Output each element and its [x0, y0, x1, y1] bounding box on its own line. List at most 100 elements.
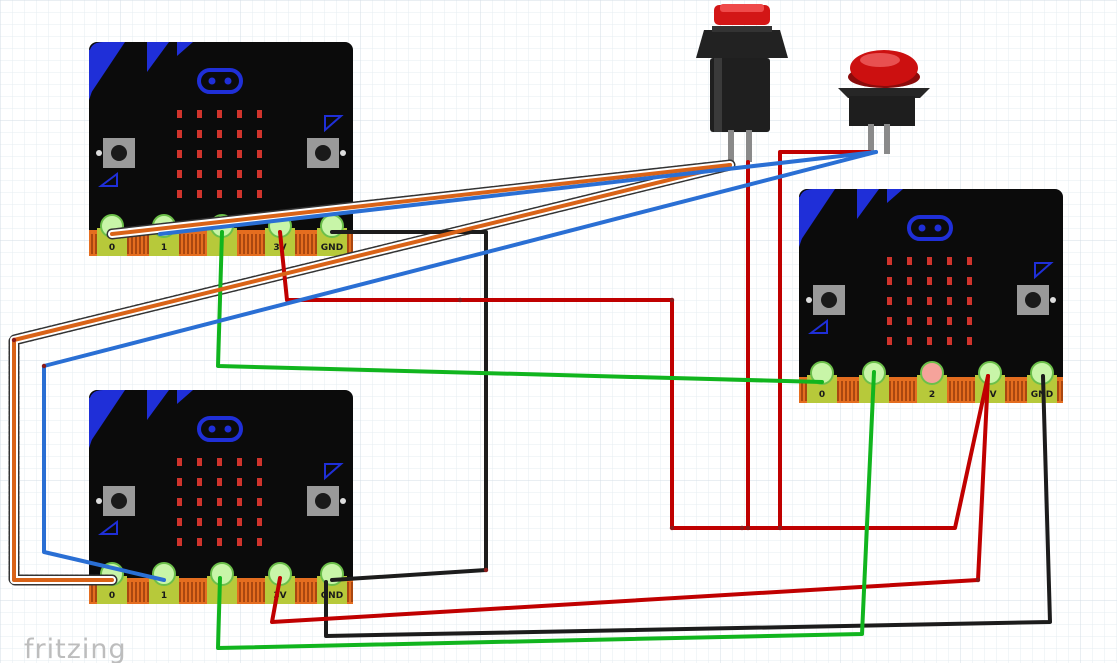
- edge-finger: [135, 582, 137, 602]
- led: [907, 277, 912, 285]
- wire-bendpoint[interactable]: [457, 297, 463, 303]
- wire-orange[interactable]: [12, 163, 732, 582]
- edge-finger: [239, 234, 241, 254]
- led: [237, 458, 242, 466]
- wire-red[interactable]: [278, 230, 990, 530]
- wire-bendpoint[interactable]: [483, 567, 489, 573]
- edge-finger: [1025, 381, 1027, 401]
- edge-finger: [889, 381, 891, 401]
- wire-red[interactable]: [778, 150, 872, 530]
- led: [177, 150, 182, 158]
- wire-bendpoint[interactable]: [739, 525, 745, 531]
- pin-hole[interactable]: [210, 562, 234, 586]
- wire-bendpoint[interactable]: [41, 363, 47, 369]
- wire-orange[interactable]: [110, 163, 732, 236]
- edge-finger: [303, 582, 305, 602]
- pushbutton-square[interactable]: [696, 4, 788, 162]
- edge-finger: [127, 234, 129, 254]
- led: [947, 277, 952, 285]
- corner-marker: [147, 42, 169, 72]
- led: [177, 518, 182, 526]
- edge-finger: [91, 234, 93, 254]
- wire-green[interactable]: [216, 370, 876, 650]
- led: [237, 518, 242, 526]
- wire-bendpoint[interactable]: [745, 525, 751, 531]
- board-body: [89, 390, 353, 604]
- pin-label: 0: [109, 591, 115, 601]
- wire-bendpoint[interactable]: [975, 577, 981, 583]
- button-b-mark: [340, 150, 346, 156]
- edge-finger: [949, 381, 951, 401]
- button-b-label-icon: [1034, 262, 1054, 280]
- led: [217, 110, 222, 118]
- edge-finger: [905, 381, 907, 401]
- led: [217, 478, 222, 486]
- edge-finger: [1009, 381, 1011, 401]
- edge-finger: [239, 582, 241, 602]
- edge-finger: [347, 582, 349, 602]
- button-cap-highlight: [720, 4, 764, 12]
- edge-finger: [195, 234, 197, 254]
- wire-bendpoint[interactable]: [669, 525, 675, 531]
- led: [257, 478, 262, 486]
- button-a-label-icon: [98, 172, 118, 187]
- pushbutton-round[interactable]: [838, 50, 930, 154]
- edge-finger: [131, 582, 133, 602]
- led: [967, 257, 972, 265]
- edge-finger: [203, 582, 205, 602]
- edge-finger: [311, 234, 313, 254]
- button-body-shine: [714, 58, 722, 132]
- pin-label: 1: [161, 591, 167, 601]
- wire-bendpoint[interactable]: [669, 297, 675, 303]
- led: [197, 170, 202, 178]
- wire-blue[interactable]: [42, 150, 878, 582]
- edge-finger: [95, 582, 97, 602]
- led: [947, 257, 952, 265]
- edge-finger: [183, 582, 185, 602]
- brand-text: fritzing: [24, 634, 127, 663]
- wire-green[interactable]: [216, 230, 824, 384]
- button-b-cap: [315, 145, 331, 161]
- wire-red[interactable]: [270, 374, 990, 624]
- edge-finger: [255, 234, 257, 254]
- edge-finger: [315, 234, 317, 254]
- edge-finger: [893, 381, 895, 401]
- button-b-mark: [1050, 297, 1056, 303]
- button-b-label-icon: [324, 463, 344, 481]
- corner-marker: [857, 189, 879, 219]
- wire-bendpoint[interactable]: [11, 337, 17, 343]
- led: [887, 317, 892, 325]
- wire-black[interactable]: [330, 230, 488, 582]
- led: [217, 498, 222, 506]
- wire-bendpoint[interactable]: [777, 525, 783, 531]
- edge-finger: [1057, 381, 1059, 401]
- led: [257, 130, 262, 138]
- button-a-mark: [96, 150, 102, 156]
- edge-finger: [243, 234, 245, 254]
- edge-finger: [897, 381, 899, 401]
- pin-label: 3V: [273, 591, 286, 601]
- pin-hole[interactable]: [978, 361, 1002, 385]
- led: [177, 130, 182, 138]
- led: [237, 498, 242, 506]
- pin-hole[interactable]: [920, 361, 944, 385]
- edge-finger: [183, 234, 185, 254]
- pin-label: 3V: [983, 390, 996, 400]
- edge-finger: [295, 582, 297, 602]
- led: [177, 478, 182, 486]
- wire-black[interactable]: [324, 374, 1052, 638]
- led: [237, 478, 242, 486]
- logo-dot: [224, 77, 232, 85]
- edge-finger: [857, 381, 859, 401]
- edge-finger: [295, 234, 297, 254]
- led: [967, 337, 972, 345]
- edge-finger: [147, 234, 149, 254]
- corner-marker: [89, 42, 125, 96]
- wire-blue[interactable]: [158, 150, 878, 236]
- edge-finger: [259, 234, 261, 254]
- led: [887, 277, 892, 285]
- edge-finger: [961, 381, 963, 401]
